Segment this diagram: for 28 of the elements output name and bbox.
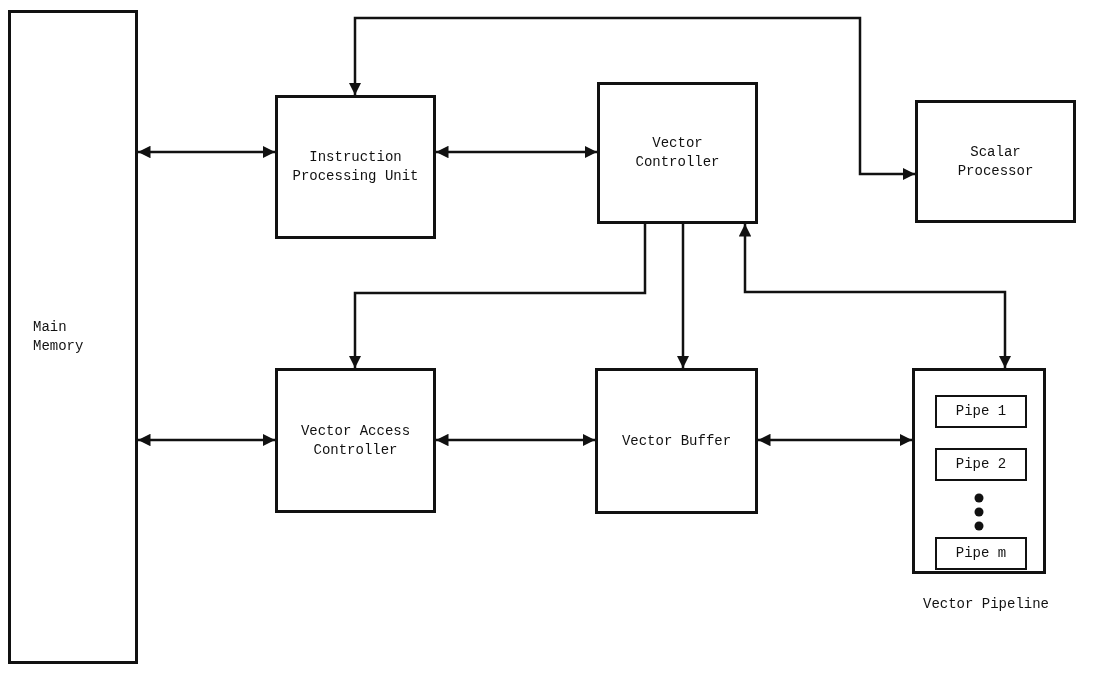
arrow [348, 16, 915, 181]
block-label: Vector Controller [634, 134, 721, 172]
block-box [275, 368, 436, 513]
block-label: Vector Access Controller [299, 421, 412, 460]
block-label: Instruction Processing Unit [291, 148, 420, 186]
block-box [915, 100, 1076, 223]
arrow [676, 224, 690, 368]
arrow [738, 224, 1012, 368]
arrow [138, 433, 275, 447]
pipe-box [935, 395, 1027, 428]
block-label: Scalar Processor [956, 142, 1035, 181]
block-label: Vector Pipeline [922, 595, 1050, 614]
block-box [275, 95, 436, 239]
arrow [138, 145, 275, 159]
block-box [8, 10, 138, 664]
block-label: Pipe 1 [955, 402, 1007, 421]
arrow [436, 433, 595, 447]
block-label: Vector Buffer [621, 431, 732, 451]
block-box [595, 368, 758, 514]
arrow [436, 145, 597, 159]
pipe-box [935, 537, 1027, 570]
block-label: Pipe 2 [955, 455, 1007, 474]
block-label: Pipe m [955, 544, 1007, 563]
pipe-box [935, 448, 1027, 481]
arrow [758, 433, 912, 447]
block-label: Main Memory [33, 318, 85, 356]
block-box [597, 82, 758, 224]
arrow [348, 224, 647, 368]
